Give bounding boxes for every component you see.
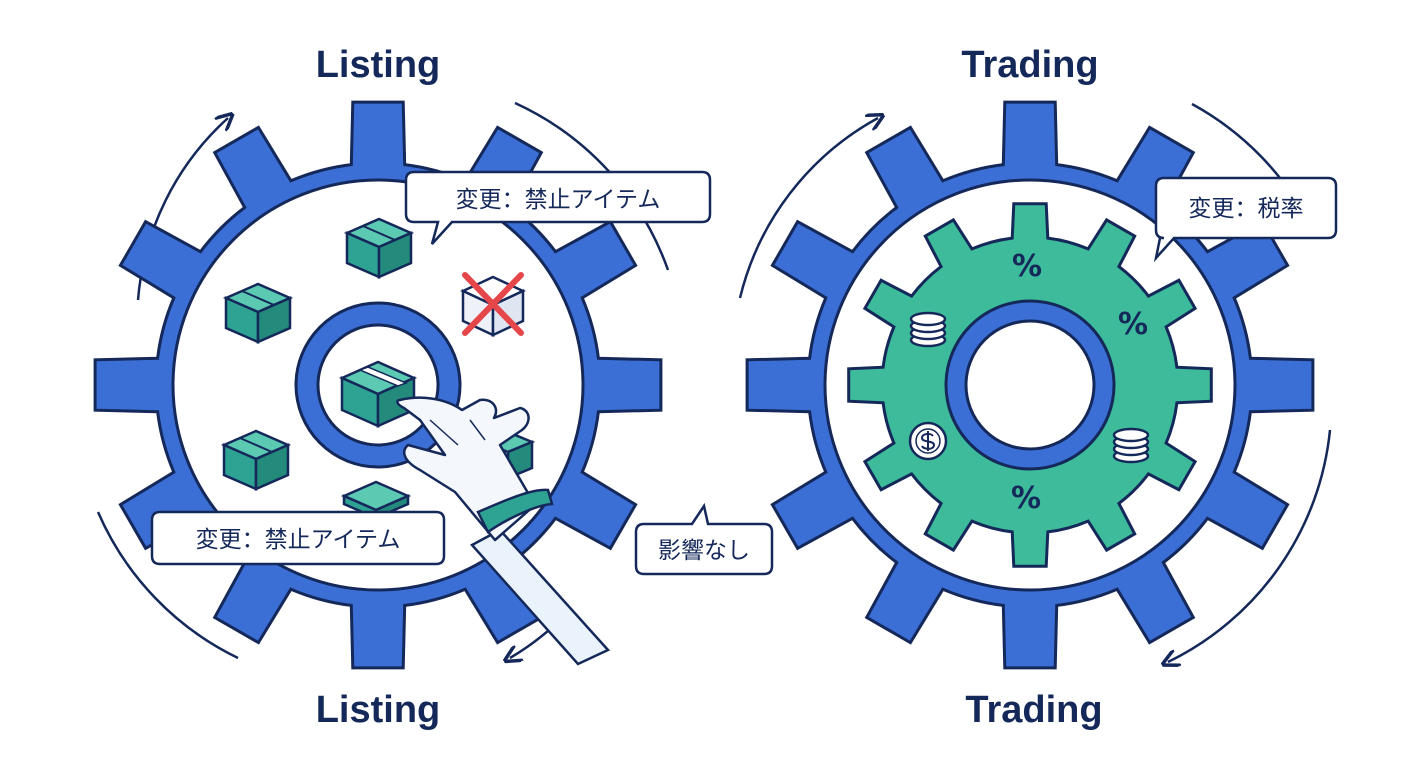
prohibited-box-icon [460, 272, 526, 337]
percent-symbol: % [1012, 249, 1042, 284]
rotation-arrow-icon [1168, 429, 1332, 662]
listing-title-top: Listing [316, 44, 441, 86]
percent-symbol: % [1011, 481, 1041, 516]
coin-stack-icon [909, 311, 947, 348]
callout-trading-label: 変更：税率 [1189, 196, 1304, 222]
listing-section: Listing Listing [93, 44, 712, 731]
callout-no-impact: 影響なし [634, 502, 774, 576]
callout-listing-top-label: 変更：禁止アイテム [456, 187, 661, 213]
callout-listing-top: 変更：禁止アイテム [404, 170, 712, 245]
coin-stack-icon [1112, 427, 1150, 464]
trading-title-bottom: Trading [965, 689, 1102, 731]
listing-title-bottom: Listing [316, 689, 441, 731]
rotation-arrow-icon [738, 118, 878, 299]
trading-section: Trading Trading % % % [738, 44, 1338, 731]
callout-listing-bottom: 変更：禁止アイテム [150, 510, 446, 566]
callout-trading: 変更：税率 [1153, 176, 1338, 263]
box-icon [343, 217, 415, 279]
trading-title-top: Trading [961, 44, 1098, 86]
dollar-coin-icon [908, 421, 948, 461]
box-icon [338, 360, 418, 428]
callout-no-impact-label: 影響なし [658, 538, 750, 564]
box-icon [222, 282, 294, 344]
box-icon [220, 429, 292, 491]
callout-listing-bottom-label: 変更：禁止アイテム [196, 527, 401, 553]
robot-hand-icon [396, 396, 611, 666]
percent-symbol: % [1118, 307, 1148, 342]
rotation-arrow-icon [96, 511, 239, 660]
